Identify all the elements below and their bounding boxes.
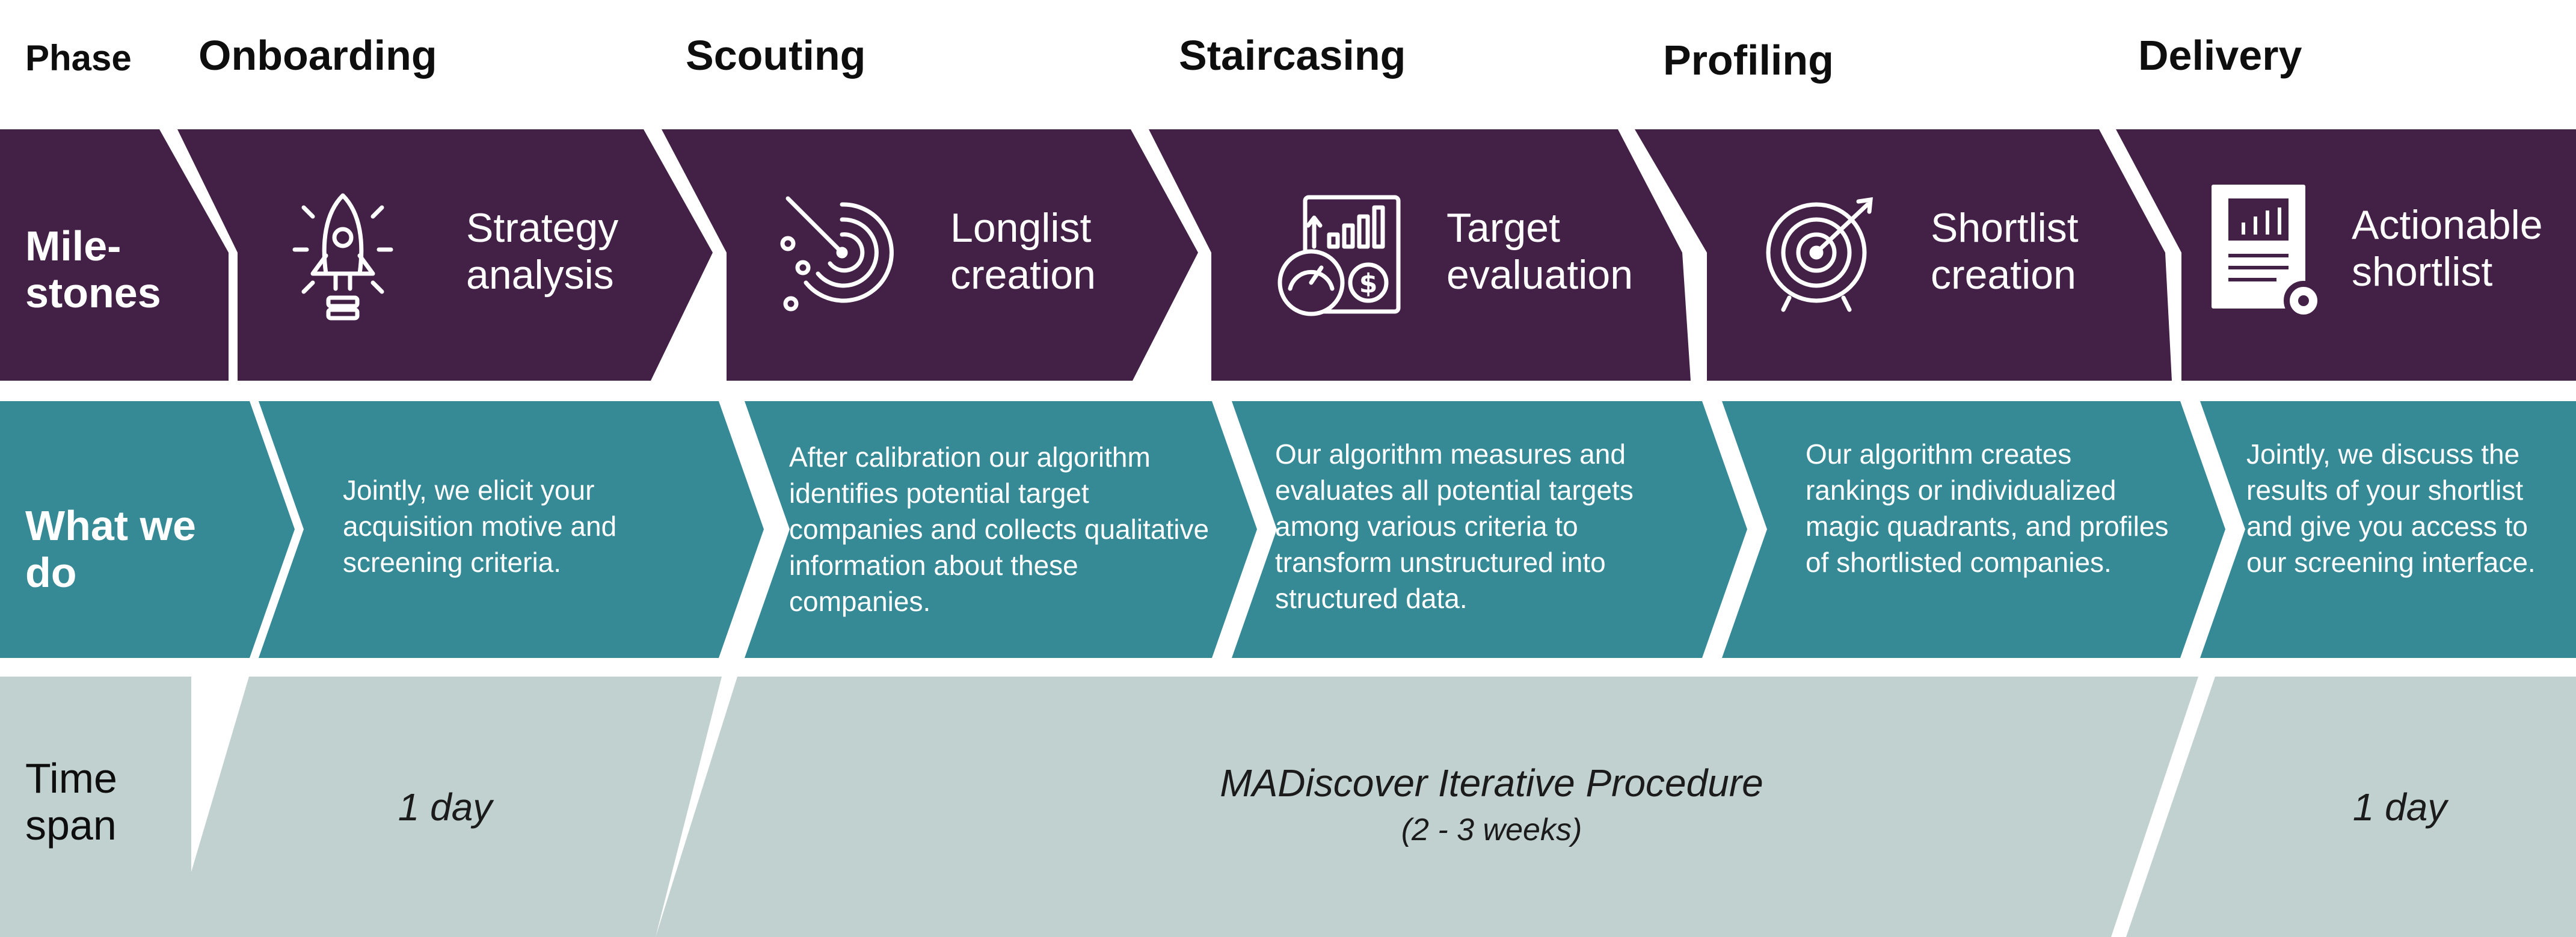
timespan-onboarding: 1 day [398,785,493,829]
whatwedo-row-label-bg [0,401,244,658]
milestones-row-label: Mile- stones [25,223,161,316]
timespan-row-label: Time span [25,755,117,849]
milestone-text-5: Actionable shortlist [2352,202,2543,295]
phase-staircasing: Staircasing [1179,32,1406,79]
milestone-text-4: Shortlist creation [1931,205,2079,298]
timespan-delivery-bg [2126,677,2576,937]
phase-label: Phase [25,38,132,78]
milestone-text-3: Target evaluation [1446,205,1634,298]
whatwedo-arrow-3 [1232,401,1747,658]
timespan-middle-title: MADiscover Iterative Procedure [1220,761,1763,805]
phase-profiling: Profiling [1663,37,1834,84]
milestone-text-1: Strategy analysis [466,205,619,298]
whatwedo-arrow-4 [1722,401,2225,658]
milestone-arrow-3 [1149,129,1691,381]
svg-text:$: $ [1359,268,1378,299]
whatwedo-text-2: After calibration our algorithm identifi… [789,441,1210,617]
timespan-delivery: 1 day [2352,785,2447,829]
radar-icon [780,196,894,312]
phase-delivery: Delivery [2138,32,2302,79]
milestone-arrow-4 [1635,129,2172,381]
milestone-arrow-2 [662,129,1198,381]
report-gear-icon [2212,185,2323,321]
whatwedo-text-1: Jointly, we elicit your acquisition moti… [343,475,617,578]
milestone-row-label-bg [0,129,229,381]
milestone-text-2: Longlist creation [950,205,1096,298]
whatwedo-arrow-1 [259,401,764,658]
whatwedo-row-label: What we do [25,502,196,596]
target-icon [1766,197,1873,312]
whatwedo-arrow-2 [745,401,1257,658]
whatwedo-arrow-5 [2200,401,2576,658]
whatwedo-text-4: Our algorithm creates rankings or indivi… [1806,438,2169,578]
rocket-bulb-icon [292,193,393,321]
whatwedo-text-3: Our algorithm measures and evaluates all… [1275,438,1634,614]
timespan-middle-sub: (2 - 3 weeks) [1401,813,1582,847]
phase-onboarding: Onboarding [198,32,437,79]
timespan-row-label-bg [0,677,191,937]
timespan-onboarding-bg [172,677,722,937]
phase-scouting: Scouting [686,32,866,79]
whatwedo-text-5: Jointly, we discuss the results of your … [2246,438,2536,578]
milestone-arrow-1 [177,129,713,381]
whatwedo-arrow-label [244,401,295,658]
dashboard-icon: $ [1277,195,1401,316]
timespan-middle-bg [656,677,2198,937]
